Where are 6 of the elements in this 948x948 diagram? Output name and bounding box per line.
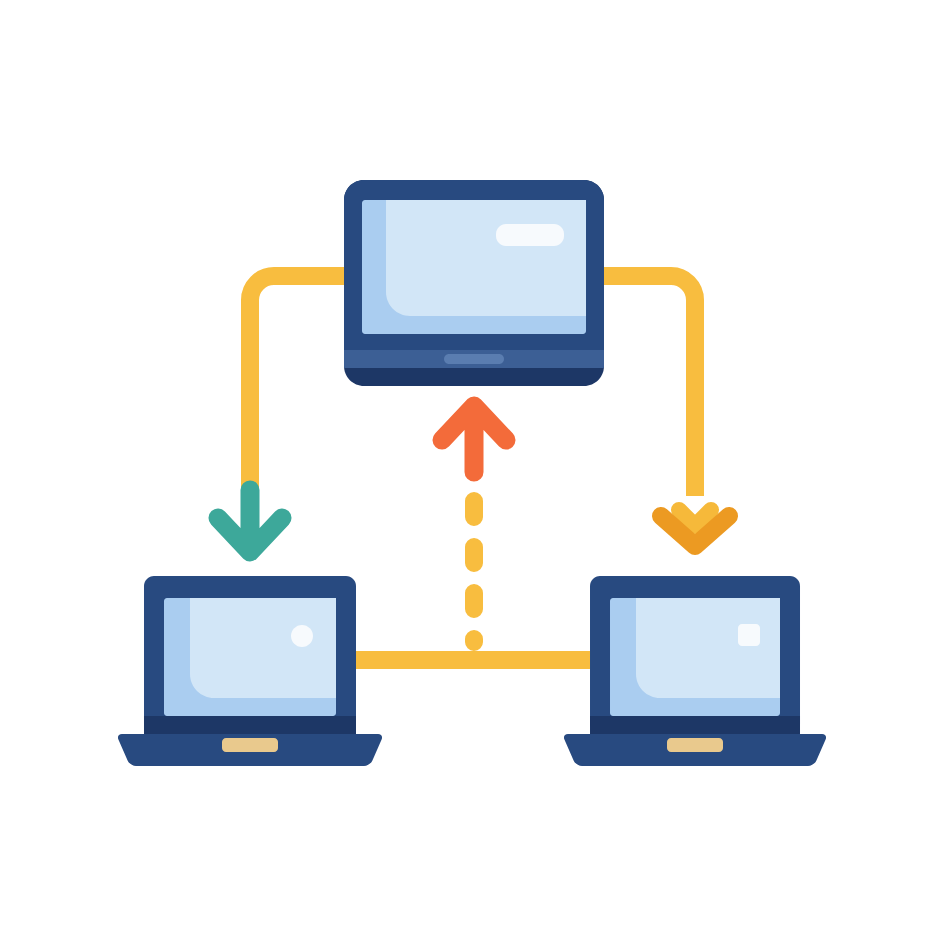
connector-line	[356, 651, 590, 669]
dashed-arrow	[432, 396, 516, 651]
laptop-drawing	[117, 576, 383, 766]
arrow	[208, 267, 344, 562]
laptop-drawing	[563, 576, 827, 766]
monitor-drawing	[344, 180, 604, 386]
